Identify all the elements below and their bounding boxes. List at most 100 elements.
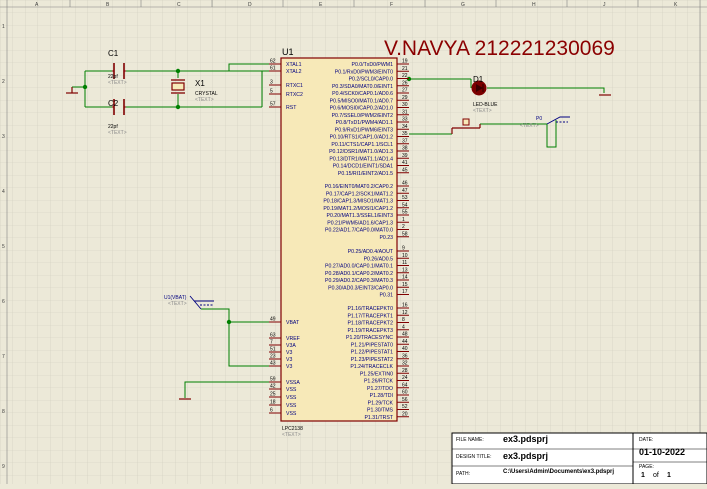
terminal-vbat[interactable]: U1(VBAT) <TEXT>: [164, 295, 214, 310]
pin-number: 2: [402, 224, 405, 230]
pin-number: 14: [402, 275, 408, 281]
pin-name: P0.26/AD0.5: [364, 256, 394, 262]
pin-number: 56: [402, 397, 408, 403]
pin-name: P0.5/MISO0/MAT0.1/AD0.7: [330, 98, 393, 104]
pin-number: 44: [402, 339, 408, 345]
pin-name: P1.26/RTCK: [364, 379, 394, 385]
pin-right[interactable]: 2P0.22/AD1.7/CAP0.0/MAT0.0: [325, 224, 409, 234]
ic-u1[interactable]: U1 LPC2138 <TEXT> 62XTAL161XTAL23RTXC15R…: [269, 47, 409, 438]
pin-number: 37: [402, 138, 408, 144]
capacitor-c2[interactable]: C2 22pf <TEXT>: [108, 99, 127, 136]
capacitor-c1[interactable]: C1 22pf <TEXT>: [108, 49, 127, 86]
junctions: [82, 68, 412, 325]
pin-name: P1.18/TRACEPKT2: [347, 321, 393, 327]
design-title-value: ex3.pdsprj: [503, 451, 549, 461]
terminal-p0[interactable]: P0 <TEXT>: [520, 116, 570, 129]
c1-value: 22pf: [108, 74, 118, 80]
ruler-column-label: A: [35, 2, 39, 8]
pin-number: 60: [402, 390, 408, 396]
pin-number: 53: [402, 195, 408, 201]
ruler-column-label: B: [106, 2, 110, 8]
pin-number: 59: [270, 377, 276, 383]
pin-right[interactable]: 4P1.19/TRACEPKT3: [347, 324, 409, 334]
pin-name: VSS: [286, 403, 297, 409]
pin-name: VSS: [286, 387, 297, 393]
push-button-switch[interactable]: [451, 118, 481, 134]
pin-right[interactable]: 8P1.18/TRACEPKT2: [347, 317, 409, 327]
d1-ref: D1: [473, 75, 484, 84]
led-d1[interactable]: D1 LED-BLUE <TEXT>: [470, 75, 498, 114]
pin-number: 3: [270, 80, 273, 86]
pin-number: 39: [402, 153, 408, 159]
page-of: of: [653, 472, 659, 479]
pin-name: P0.22/AD1.7/CAP0.0/MAT0.0: [325, 228, 393, 234]
pin-right[interactable]: 9P0.25/AD0.4/AOUT: [348, 246, 409, 256]
ground-symbol[interactable]: [66, 87, 78, 94]
pin-number: 23: [270, 354, 276, 360]
pin-right[interactable]: 1P0.21/PWM5/AD1.6/CAP1.3: [327, 217, 409, 227]
c2-text: <TEXT>: [108, 130, 127, 136]
crystal-x1[interactable]: X1 CRYSTAL <TEXT>: [171, 79, 218, 103]
